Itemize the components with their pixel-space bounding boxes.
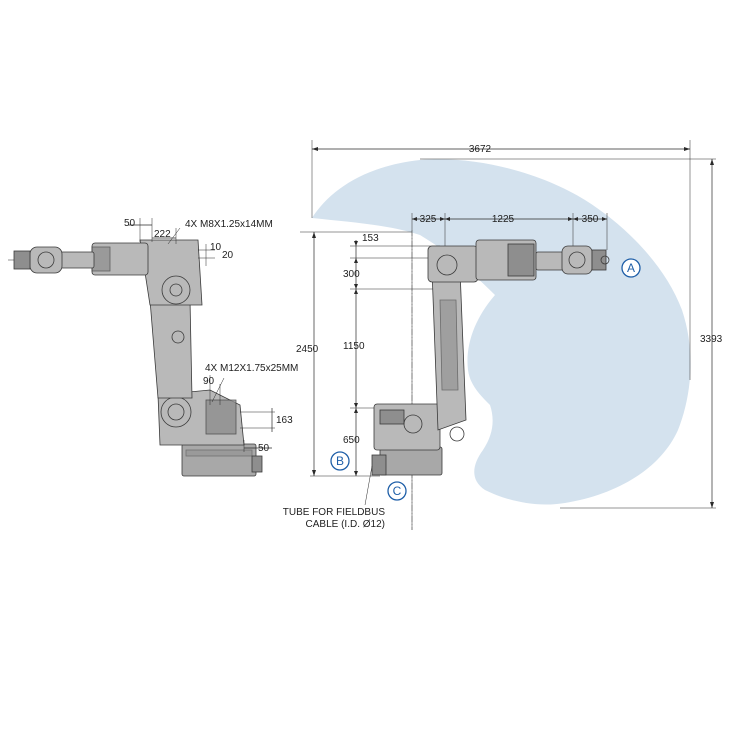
side-dim-50-top: 50 bbox=[124, 218, 136, 229]
side-dim-50-bottom: 50 bbox=[258, 443, 270, 454]
dim-300-label: 300 bbox=[343, 269, 360, 280]
side-dim-90: 90 bbox=[203, 376, 215, 387]
callout-b: B bbox=[330, 451, 350, 471]
callout-a: A bbox=[621, 258, 641, 278]
dimension-3393: 3393 bbox=[420, 158, 723, 509]
tube-note: TUBE FOR FIELDBUS CABLE (I.D. Ø12) bbox=[283, 465, 386, 530]
dim-650-label: 650 bbox=[343, 435, 360, 446]
side-view-dimensions: 50 222 4X M8X1.25x14MM 10 20 4X M12X1.75… bbox=[124, 218, 298, 454]
side-dim-163: 163 bbox=[276, 415, 293, 426]
side-dim-10: 10 bbox=[210, 242, 222, 253]
callout-c: C bbox=[387, 481, 407, 501]
robot-top-view bbox=[371, 239, 610, 476]
dim-1225-label: 1225 bbox=[492, 214, 515, 225]
svg-text:A: A bbox=[627, 261, 635, 275]
svg-text:B: B bbox=[336, 454, 344, 468]
side-dim-222: 222 bbox=[154, 229, 171, 240]
robot-side-view bbox=[8, 239, 263, 477]
tube-note-line1: TUBE FOR FIELDBUS bbox=[283, 507, 386, 518]
dim-3672-label: 3672 bbox=[469, 144, 492, 155]
dim-2450-label: 2450 bbox=[296, 344, 319, 355]
dim-153-label: 153 bbox=[362, 233, 379, 244]
dimension-3672: 3672 bbox=[311, 140, 691, 380]
side-note-base-holes: 4X M12X1.75x25MM bbox=[205, 363, 298, 374]
dim-350-label: 350 bbox=[582, 214, 599, 225]
dim-1150-label: 1150 bbox=[343, 341, 365, 352]
dimension-vertical-stack: 153 300 1150 650 2450 bbox=[296, 231, 440, 477]
svg-text:C: C bbox=[393, 484, 402, 498]
dim-3393-label: 3393 bbox=[700, 334, 723, 345]
side-note-flange-holes: 4X M8X1.25x14MM bbox=[185, 219, 273, 230]
work-envelope-area bbox=[312, 159, 691, 505]
tube-note-line2: CABLE (I.D. Ø12) bbox=[306, 519, 385, 530]
side-dim-20: 20 bbox=[222, 250, 234, 261]
dim-325-label: 325 bbox=[420, 214, 437, 225]
